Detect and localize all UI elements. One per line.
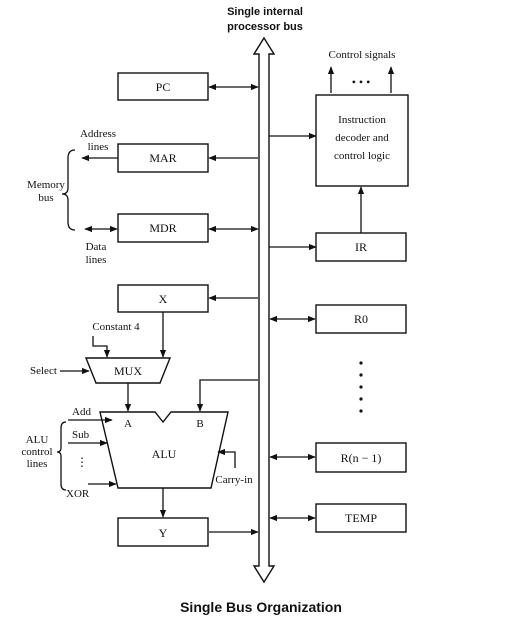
mux-label: MUX xyxy=(114,364,142,378)
address-lines-label-line1: Address xyxy=(80,128,116,140)
x-register xyxy=(117,284,209,313)
y-register xyxy=(117,517,209,547)
data-lines-label-line2: lines xyxy=(86,254,107,266)
control-signals-dots: • • • xyxy=(352,75,371,89)
y-label: Y xyxy=(159,526,168,540)
select-label: Select xyxy=(30,365,57,377)
alu-control-brace xyxy=(56,421,67,491)
alu-input-a-label: A xyxy=(124,418,132,430)
temp-register xyxy=(315,503,407,533)
rn-register xyxy=(315,442,407,473)
rn-label: R(n − 1) xyxy=(341,451,382,465)
alu-control-label-line2: control xyxy=(21,446,52,458)
constant-label: Constant 4 xyxy=(92,321,140,333)
mar-register xyxy=(117,143,209,173)
bus-title-line2: processor bus xyxy=(227,21,303,33)
internal-bus xyxy=(252,36,276,584)
alu-block xyxy=(99,411,229,489)
data-lines-label-line1: Data xyxy=(86,241,107,253)
ir-label: IR xyxy=(355,240,367,254)
carry-in-label: Carry-in xyxy=(215,474,253,486)
bus-to-alu-b-arrow xyxy=(196,379,258,412)
alu-op-add: Add xyxy=(72,406,91,418)
control-signals-label: Control signals xyxy=(329,49,396,61)
temp-label: TEMP xyxy=(345,511,377,525)
decoder-label-line1: Instruction xyxy=(338,114,386,126)
instruction-decoder-box xyxy=(315,94,409,187)
alu-label: ALU xyxy=(152,447,177,461)
x-label: X xyxy=(159,292,168,306)
memory-bus-brace xyxy=(61,149,76,231)
alu-op-sub: Sub xyxy=(72,429,90,441)
alu-control-label-line3: lines xyxy=(27,458,48,470)
alu-control-label-line1: ALU xyxy=(26,434,49,446)
memory-bus-label-line1: Memory xyxy=(27,179,65,191)
register-ellipsis xyxy=(359,361,363,413)
r0-register xyxy=(315,304,407,334)
r0-label: R0 xyxy=(354,312,368,326)
pc-register xyxy=(117,72,209,101)
carry-in-arrow xyxy=(217,448,236,468)
alu-input-b-label: B xyxy=(196,418,203,430)
mdr-register xyxy=(117,213,209,243)
alu-op-vdots: ⋮ xyxy=(76,455,88,469)
mar-label: MAR xyxy=(149,151,176,165)
diagram-caption: Single Bus Organization xyxy=(180,599,342,615)
bus-title-line1: Single internal xyxy=(227,6,303,18)
mux-block xyxy=(84,357,172,384)
decoder-label-line3: control logic xyxy=(334,150,390,162)
address-lines-label-line2: lines xyxy=(88,141,109,153)
pc-label: PC xyxy=(156,80,171,94)
decoder-label-line2: decoder and xyxy=(335,132,389,144)
memory-bus-label-line2: bus xyxy=(38,192,53,204)
constant-to-mux-arrow xyxy=(92,336,111,358)
mdr-label: MDR xyxy=(149,221,176,235)
alu-op-xor: XOR xyxy=(66,488,90,500)
